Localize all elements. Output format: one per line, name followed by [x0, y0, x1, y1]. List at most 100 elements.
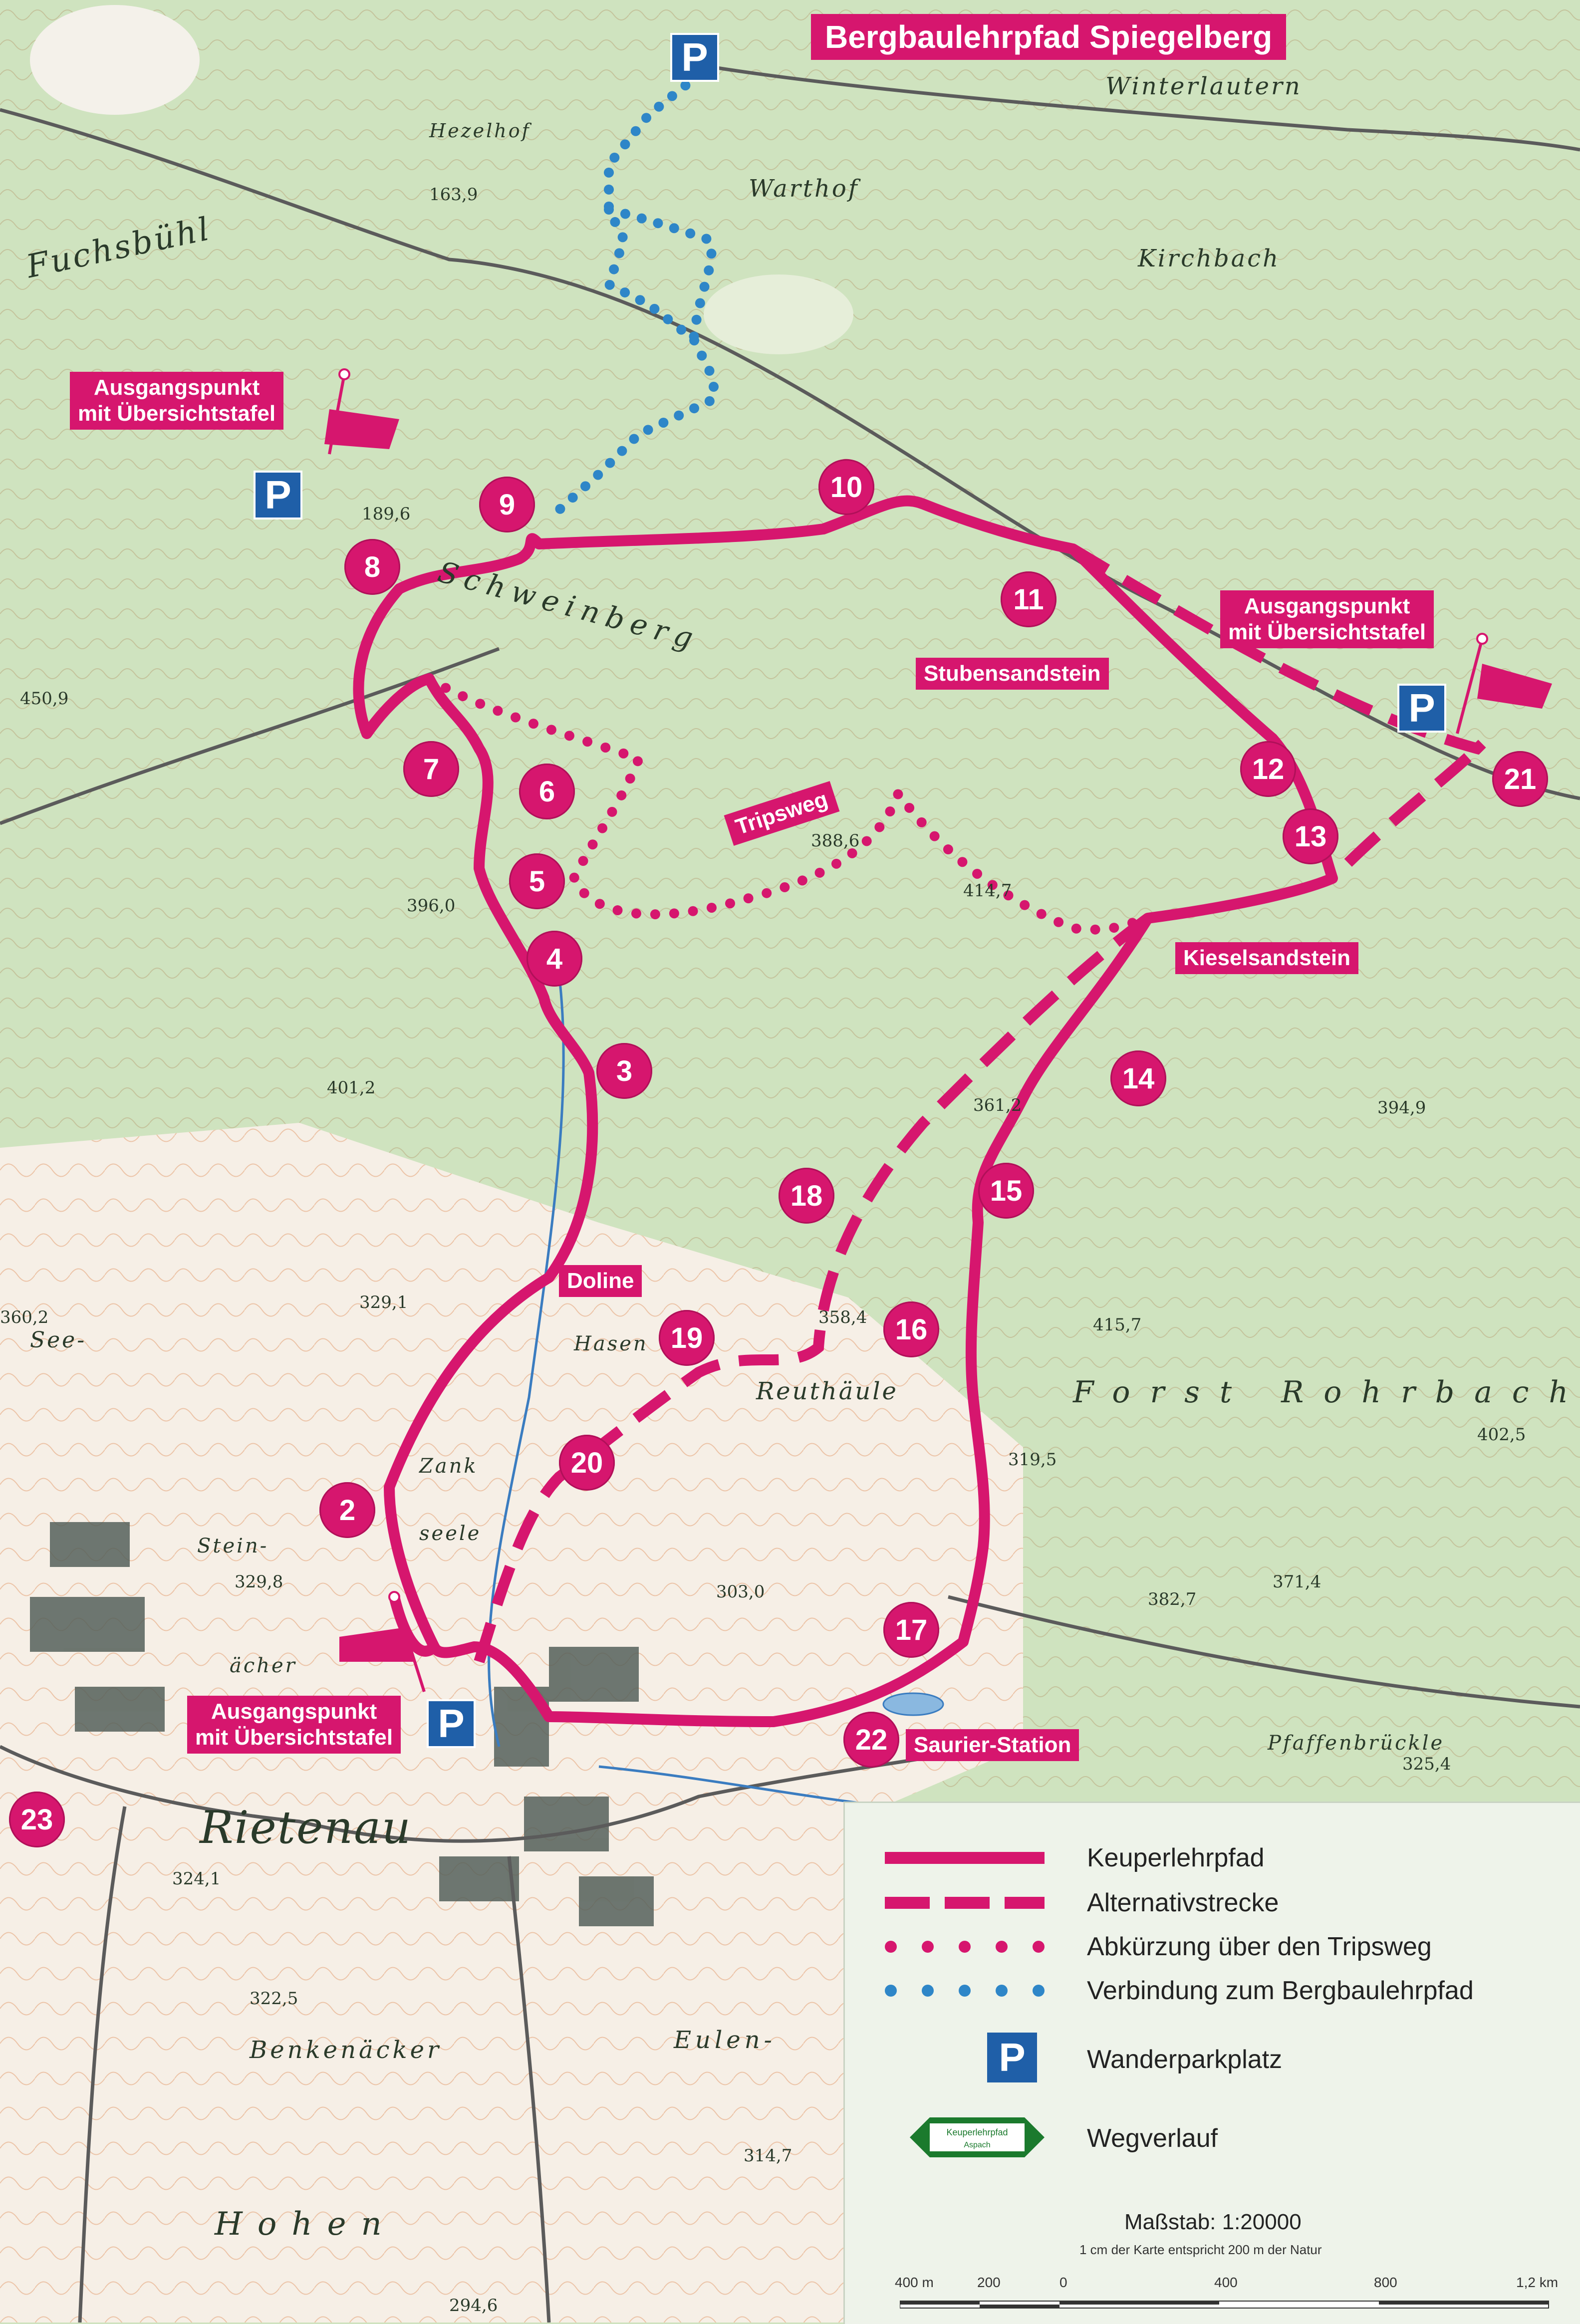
elevation-label: 388,6: [811, 831, 860, 851]
station-marker-14: 14: [1110, 1050, 1166, 1106]
flag-icon: [324, 368, 399, 455]
scale-label: 400: [1214, 2275, 1238, 2290]
place-forst-rohrbach: Forst Rohrbach: [1073, 1375, 1580, 1410]
place-pfaffenbruckle: Pfaffenbrückle: [1268, 1732, 1445, 1755]
elevation-label: 325,4: [1402, 1754, 1451, 1774]
start-label-line1: Ausgangspunkt: [211, 1699, 377, 1724]
clearing: [30, 5, 200, 115]
place-hohen: Hohen: [215, 2206, 397, 2243]
elevation-label: 322,5: [250, 1989, 298, 2009]
scale-label: 0: [1059, 2275, 1067, 2290]
station-marker-15: 15: [978, 1163, 1034, 1219]
station-marker-2: 2: [319, 1482, 375, 1538]
legend-row-sign: Keuperlehrpfad Aspach Wegverlauf: [845, 2112, 1580, 2167]
legend-label: Alternativstrecke: [1087, 1888, 1279, 1917]
station-marker-12: 12: [1240, 741, 1296, 797]
elevation-label: 329,1: [359, 1292, 408, 1312]
legend-solid-line: [885, 1852, 1045, 1864]
elevation-label: 382,7: [1148, 1589, 1197, 1609]
start-label-line2: mit Übersichtstafel: [78, 401, 276, 426]
station-marker-7: 7: [403, 741, 459, 797]
station-marker-9: 9: [479, 477, 535, 532]
place-seele: seele: [419, 1522, 482, 1545]
elevation-label: 303,0: [716, 1582, 765, 1602]
label-saurier-station: Saurier-Station: [906, 1729, 1079, 1761]
station-marker-10: 10: [818, 459, 874, 515]
start-label-line1: Ausgangspunkt: [93, 375, 260, 400]
legend-label: Wanderparkplatz: [1087, 2045, 1283, 2074]
place-reuthaule: Reuthäule: [756, 1377, 898, 1405]
shortcut-tripsweg: [424, 674, 1153, 935]
elevation-label: 371,4: [1273, 1572, 1321, 1592]
scale-label: 200: [977, 2275, 1001, 2290]
start-label-line1: Ausgangspunkt: [1244, 594, 1410, 618]
parking-icon: P: [1397, 684, 1446, 733]
elevation-label: 414,7: [963, 881, 1012, 901]
pond: [882, 1692, 944, 1716]
connection-bergbaulehrpfad: [544, 70, 719, 524]
parking-icon: P: [670, 33, 719, 82]
start-point-label-south: Ausgangspunkt mit Übersichtstafel: [187, 1696, 401, 1754]
place-zank: Zank: [419, 1455, 478, 1478]
elevation-label: 402,5: [1477, 1425, 1526, 1445]
legend-row-shortcut: Abkürzung über den Tripsweg: [845, 1927, 1580, 1967]
elevation-label: 360,2: [0, 1307, 49, 1327]
elevation-label: 319,5: [1008, 1450, 1057, 1470]
place-hasen: Hasen: [574, 1332, 648, 1355]
station-marker-16: 16: [883, 1301, 939, 1357]
station-marker-17: 17: [883, 1602, 939, 1658]
station-marker-4: 4: [527, 931, 582, 987]
station-marker-13: 13: [1283, 808, 1338, 864]
scale-note: 1 cm der Karte entspricht 200 m der Natu…: [1079, 2242, 1322, 2257]
elevation-label: 361,2: [973, 1095, 1022, 1115]
sign-text-line2: Aspach: [964, 2141, 990, 2149]
village-rietenau: [30, 1522, 654, 1926]
station-marker-23: 23: [9, 1792, 65, 1847]
map-title: Bergbaulehrpfad Spiegelberg: [811, 14, 1287, 60]
station-marker-18: 18: [779, 1168, 834, 1224]
legend-row-parking: P Wanderparkplatz: [845, 2033, 1580, 2087]
elevation-label: 401,2: [327, 1078, 376, 1098]
elevation-label: 329,8: [235, 1572, 283, 1592]
station-marker-19: 19: [659, 1310, 715, 1366]
scale-label: 800: [1374, 2275, 1397, 2290]
elevation-label: 294,6: [449, 2296, 498, 2316]
main-route-keuperlehrpfad: [353, 495, 1338, 1727]
scale-title: Maßstab: 1:20000: [1124, 2210, 1302, 2234]
scale-label: 400 m: [895, 2275, 934, 2290]
legend-label: Verbindung zum Bergbaulehrpfad: [1087, 1976, 1474, 2005]
parking-icon: P: [987, 2033, 1037, 2082]
elevation-label: 396,0: [407, 896, 456, 916]
sign-text-line1: Keuperlehrpfad: [946, 2127, 1008, 2137]
place-winterlautern: Winterlautern: [1105, 72, 1302, 100]
place-eulen: Eulen-: [674, 2026, 776, 2054]
place-rietenau: Rietenau: [200, 1802, 412, 1854]
legend-dotted-blue-line: [885, 1985, 1051, 1997]
scale-label: 1,2 km: [1516, 2275, 1559, 2290]
station-marker-21: 21: [1492, 751, 1548, 807]
place-lacker: ächer: [230, 1654, 297, 1677]
legend-row-connection: Verbindung zum Bergbaulehrpfad: [845, 1971, 1580, 2011]
station-marker-6: 6: [519, 764, 575, 819]
label-kieselsandstein: Kieselsandstein: [1175, 942, 1359, 974]
elevation-label: 415,7: [1093, 1315, 1142, 1335]
station-marker-20: 20: [559, 1435, 615, 1491]
place-benkenacker: Benkenäcker: [250, 2036, 442, 2064]
parking-icon: P: [427, 1699, 476, 1748]
legend-label: Abkürzung über den Tripsweg: [1087, 1932, 1432, 1961]
start-label-line2: mit Übersichtstafel: [195, 1725, 393, 1750]
legend-dotted-magenta-line: [885, 1941, 1051, 1953]
elevation-label: 189,6: [362, 504, 411, 524]
label-doline: Doline: [559, 1265, 642, 1297]
legend-dashed-line: [885, 1897, 1045, 1909]
legend-row-alternative: Alternativstrecke: [845, 1883, 1580, 1923]
flag-icon: [339, 1591, 426, 1692]
place-warthof: Warthof: [749, 175, 859, 203]
scale-bar: [900, 2301, 1549, 2309]
place-see: See-: [30, 1327, 87, 1353]
start-point-label-northwest: Ausgangspunkt mit Übersichtstafel: [70, 372, 284, 430]
place-stein: Stein-: [197, 1535, 269, 1557]
elevation-label: 450,9: [20, 689, 69, 709]
legend-label: Wegverlauf: [1087, 2124, 1218, 2153]
label-stubensandstein: Stubensandstein: [916, 658, 1109, 690]
